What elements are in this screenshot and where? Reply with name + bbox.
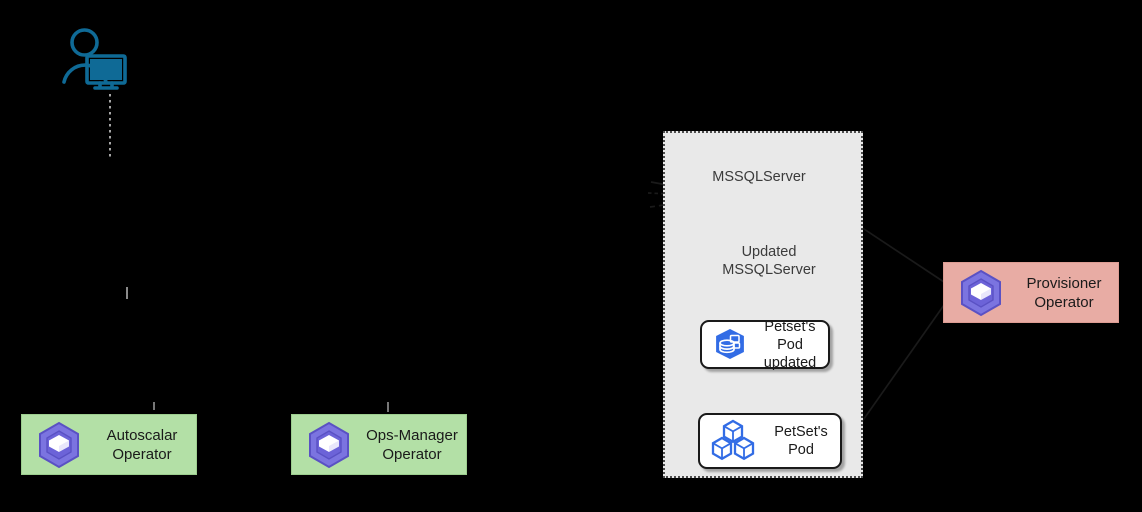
connector-provisioner-to-petsets-pod: [846, 304, 945, 444]
operator-cube-icon: [944, 269, 1010, 317]
pods-icon: [700, 418, 762, 464]
operator-autoscalar[interactable]: Autoscalar Operator: [21, 414, 197, 475]
node-petsets-pod-label: PetSet's Pod: [774, 424, 828, 458]
operator-ops-manager-label: Ops-Manager Operator: [366, 426, 458, 463]
operator-cube-icon: [292, 421, 358, 469]
operator-ops-manager[interactable]: Ops-Manager Operator: [291, 414, 467, 475]
operator-autoscalar-label: Autoscalar Operator: [106, 426, 178, 463]
operator-provisioner[interactable]: Provisioner Operator: [943, 262, 1119, 323]
statefulset-icon: [702, 327, 752, 363]
node-petsets-pod-updated[interactable]: Petset's Pod updated: [700, 318, 830, 371]
operator-provisioner-label: Provisioner Operator: [1026, 274, 1102, 311]
label-updated-mssqlserver: Updated MSSQLServer: [722, 244, 816, 278]
label-mssqlserver: MSSQLServer: [712, 169, 806, 185]
node-petsets-pod-updated-label: Petset's Pod updated: [763, 318, 817, 371]
operator-cube-icon: [22, 421, 88, 469]
node-petsets-pod[interactable]: PetSet's Pod: [698, 413, 842, 469]
user-computer-icon: [62, 28, 127, 90]
connector-opsmanager-to-mssqlserver: [649, 194, 716, 208]
